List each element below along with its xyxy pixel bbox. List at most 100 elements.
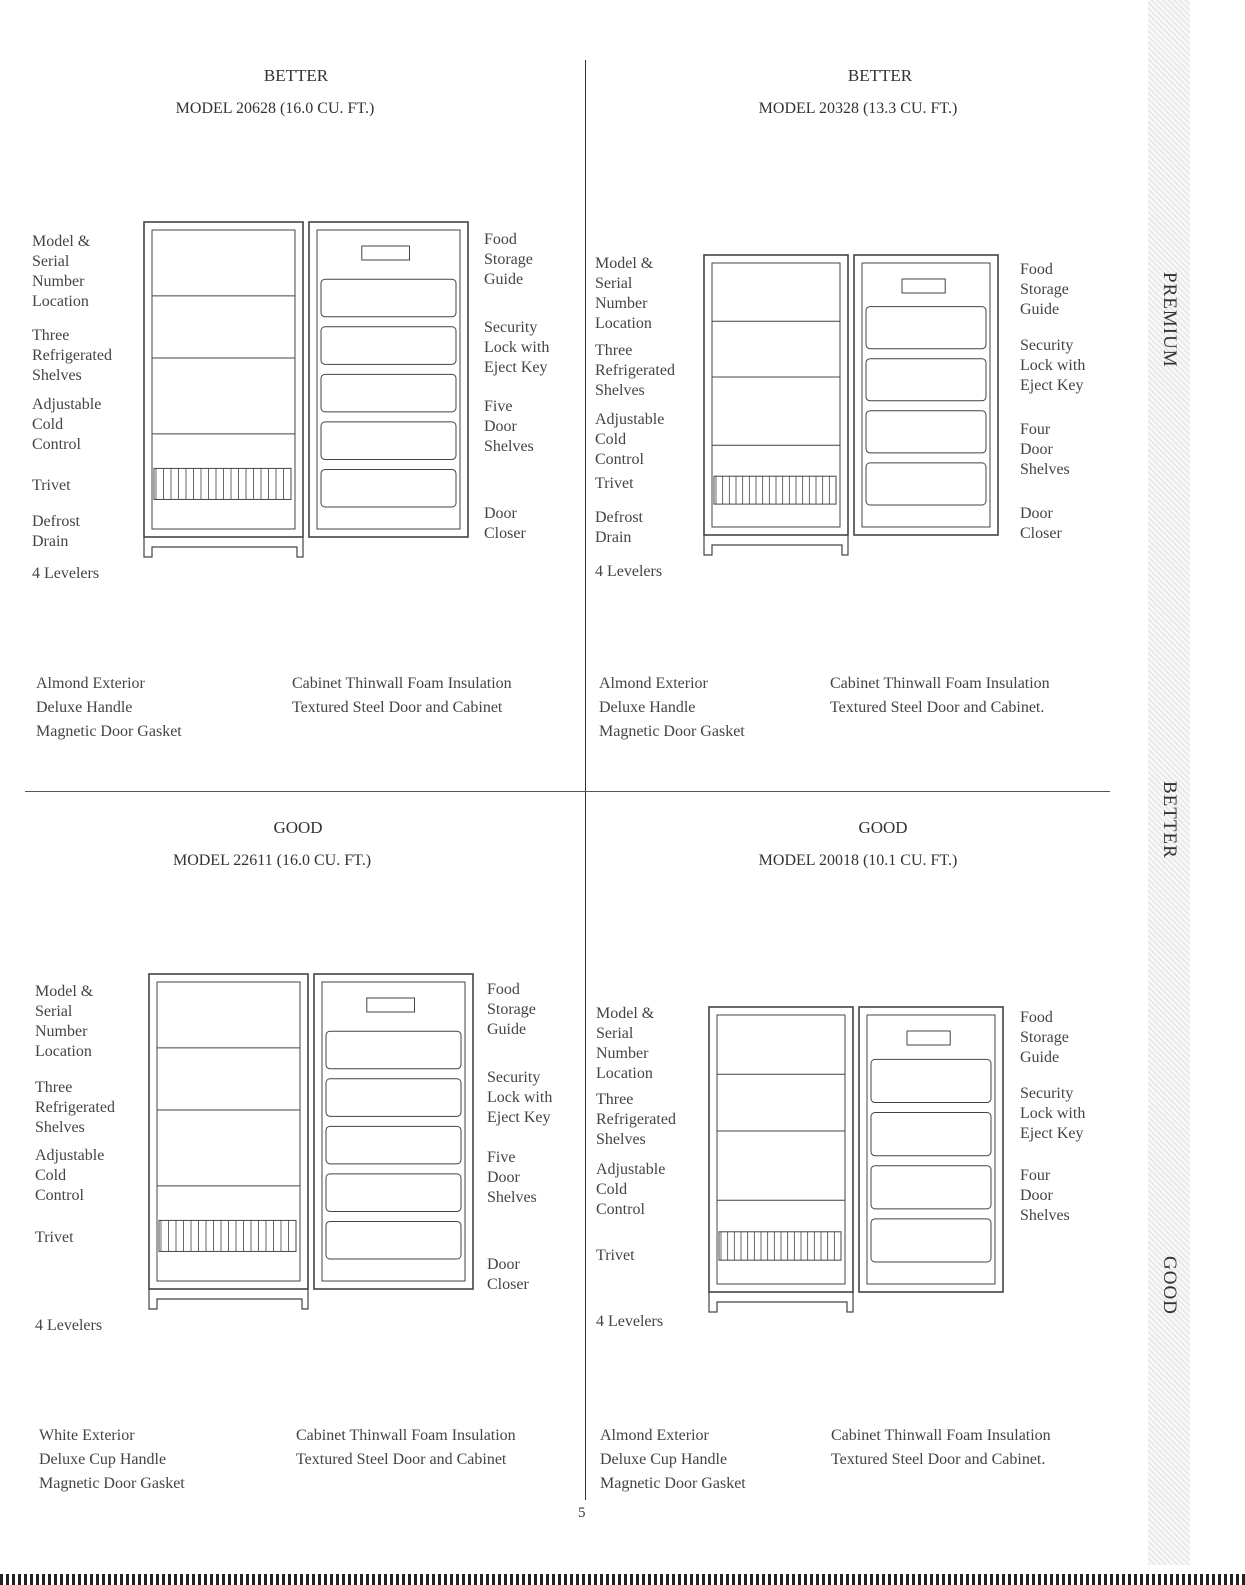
freezer-diagram — [700, 253, 1000, 568]
feature-left: Deluxe Cup Handle — [39, 1451, 167, 1468]
door-shelf — [320, 468, 457, 508]
callout-label-left: Three Refrigerated Shelves — [32, 327, 112, 384]
callout-label-right: Four Door Shelves — [1020, 1167, 1070, 1224]
callout-label-right: Food Storage Guide — [1020, 1009, 1069, 1066]
feature-right: Textured Steel Door and Cabinet. — [831, 1451, 1046, 1468]
model-heading: MODEL 20018 (10.1 CU. FT.) — [758, 852, 958, 869]
callout-label-left: 4 Levelers — [32, 565, 100, 582]
callout-label-right: Five Door Shelves — [487, 1149, 537, 1206]
door-shelf — [865, 410, 987, 454]
grade-heading: BETTER — [847, 66, 913, 85]
feature-left: Deluxe Cup Handle — [600, 1451, 728, 1468]
callout-label-right: Food Storage Guide — [487, 981, 536, 1038]
callout-label-right: Food Storage Guide — [484, 231, 533, 288]
callout-label-left: Three Refrigerated Shelves — [595, 342, 675, 399]
callout-label-left: Trivet — [32, 477, 71, 494]
callout-label-right: Security Lock with Eject Key — [1020, 1085, 1086, 1142]
grade-heading: GOOD — [858, 818, 908, 837]
trivet-grid — [718, 1231, 842, 1261]
callout-label-left: 4 Levelers — [35, 1317, 103, 1334]
feature-right: Textured Steel Door and Cabinet — [292, 699, 503, 716]
feature-right: Textured Steel Door and Cabinet. — [830, 699, 1045, 716]
tab-better: BETTER — [1150, 755, 1188, 885]
callout-label-left: Trivet — [596, 1247, 635, 1264]
cabinet-liner — [716, 1014, 846, 1285]
cabinet-outline — [703, 254, 849, 536]
feature-left: Magnetic Door Gasket — [39, 1475, 185, 1492]
feature-left: Magnetic Door Gasket — [36, 723, 182, 740]
callout-label-left: Adjustable Cold Control — [596, 1161, 666, 1218]
callout-label-left: Model & Serial Number Location — [32, 233, 91, 310]
base-levelers — [703, 535, 849, 556]
feature-left: White Exterior — [39, 1427, 135, 1444]
cabinet-outline — [708, 1006, 854, 1293]
door-shelf — [325, 1125, 462, 1165]
base-levelers — [148, 1289, 309, 1310]
food-storage-guide-card — [901, 278, 946, 294]
callout-label-left: 4 Levelers — [596, 1313, 664, 1330]
callout-label-left: Model & Serial Number Location — [35, 983, 94, 1060]
feature-right: Cabinet Thinwall Foam Insulation — [296, 1427, 516, 1444]
door-shelf — [865, 462, 987, 506]
callout-label-right: Five Door Shelves — [484, 398, 534, 455]
door-liner — [321, 981, 466, 1282]
feature-left: Magnetic Door Gasket — [600, 1475, 746, 1492]
feature-left: Almond Exterior — [36, 675, 145, 692]
callout-label-left: Trivet — [595, 475, 634, 492]
callout-label-left: Trivet — [35, 1229, 74, 1246]
feature-left: Magnetic Door Gasket — [599, 723, 745, 740]
door-shelf — [870, 1218, 992, 1263]
feature-left: Deluxe Handle — [36, 699, 133, 716]
tab-better-label: BETTER — [1159, 781, 1180, 859]
cabinet-liner — [711, 262, 841, 528]
cabinet-outline — [148, 973, 309, 1290]
tab-premium: PREMIUM — [1150, 230, 1188, 410]
bottom-edge — [0, 1574, 1245, 1585]
door-liner — [866, 1014, 996, 1285]
cabinet-liner — [151, 229, 296, 530]
door-liner — [316, 229, 461, 530]
grade-heading: GOOD — [273, 818, 323, 837]
callout-label-right: Four Door Shelves — [1020, 421, 1070, 478]
callout-label-left: Adjustable Cold Control — [32, 396, 102, 453]
door-outline — [858, 1006, 1004, 1293]
model-heading: MODEL 22611 (16.0 CU. FT.) — [172, 852, 372, 869]
door-shelf — [325, 1078, 462, 1117]
door-shelf — [325, 1173, 462, 1212]
feature-left: Almond Exterior — [600, 1427, 709, 1444]
callout-label-left: Defrost Drain — [32, 513, 80, 550]
tab-good-label: GOOD — [1159, 1255, 1180, 1315]
callout-label-right: Security Lock with Eject Key — [484, 319, 550, 376]
door-shelf — [865, 306, 987, 350]
door-outline — [313, 973, 474, 1290]
trivet-grid — [153, 467, 292, 500]
side-tab-strip — [1148, 0, 1190, 1565]
door-shelf — [870, 1165, 992, 1210]
door-shelf — [865, 358, 987, 402]
cabinet-outline — [143, 221, 304, 538]
freezer-diagram — [705, 1005, 1005, 1325]
feature-right: Cabinet Thinwall Foam Insulation — [292, 675, 512, 692]
door-outline — [853, 254, 999, 536]
door-shelf — [870, 1112, 992, 1157]
base-levelers — [143, 537, 304, 558]
food-storage-guide-card — [361, 245, 411, 261]
callout-label-right: Food Storage Guide — [1020, 261, 1069, 318]
door-liner — [861, 262, 991, 528]
freezer-diagram — [145, 972, 475, 1322]
callout-label-right: Door Closer — [484, 505, 526, 542]
feature-left: Almond Exterior — [599, 675, 708, 692]
callout-label-left: Adjustable Cold Control — [35, 1147, 105, 1204]
food-storage-guide-card — [906, 1030, 951, 1046]
grade-heading: BETTER — [263, 66, 329, 85]
door-outline — [308, 221, 469, 538]
base-levelers — [708, 1292, 854, 1313]
vertical-divider — [585, 60, 586, 1500]
callout-label-left: Defrost Drain — [595, 509, 643, 546]
callout-label-left: Model & Serial Number Location — [596, 1005, 655, 1082]
door-shelf — [320, 421, 457, 460]
food-storage-guide-card — [366, 997, 416, 1013]
callout-label-left: 4 Levelers — [595, 563, 663, 580]
feature-right: Cabinet Thinwall Foam Insulation — [830, 675, 1050, 692]
